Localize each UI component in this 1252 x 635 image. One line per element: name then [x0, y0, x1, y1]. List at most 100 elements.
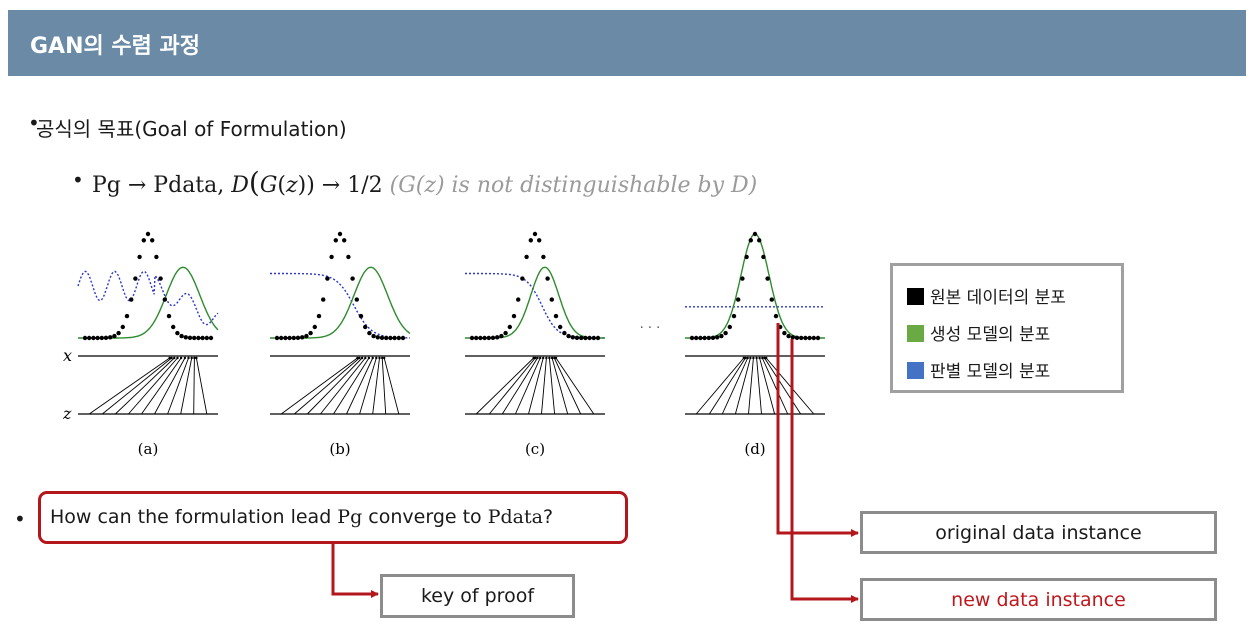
question-text: ? [542, 506, 554, 528]
data-point [524, 254, 529, 260]
data-point [129, 297, 134, 302]
mapping-arrow [475, 357, 534, 415]
arrow-head [763, 356, 766, 360]
data-point [82, 335, 88, 341]
mapping-arrow [548, 357, 556, 415]
legend-box: 원본 데이터의 분포 생성 모델의 분포 판별 모델의 분포 [890, 263, 1124, 393]
arrow-head [534, 356, 537, 360]
data-point [179, 333, 184, 339]
legend-item-generator: 생성 모델의 분포 [907, 320, 1050, 345]
bullet-dot: • [72, 168, 84, 192]
mapping-arrow [555, 357, 595, 415]
mapping-arrow [333, 357, 370, 415]
data-point [283, 335, 288, 341]
mapping-arrow [372, 357, 380, 415]
arrow-head [367, 356, 371, 360]
mapping-arrow [765, 357, 815, 415]
data-point [133, 276, 138, 281]
mapping-arrow [756, 357, 762, 415]
mapping-arrow [721, 357, 749, 415]
data-point [782, 330, 787, 336]
mapping-arrow [320, 357, 366, 415]
data-point [541, 254, 546, 260]
axis-label-z: z [62, 404, 72, 423]
data-point [196, 335, 201, 341]
data-point [528, 238, 533, 243]
data-point [358, 313, 364, 319]
data-point [478, 335, 483, 341]
arrow-head [173, 356, 176, 360]
arrow-head [371, 356, 374, 360]
mapping-arrow [748, 357, 754, 415]
data-point [400, 335, 406, 341]
data-point [337, 231, 343, 237]
data-point [507, 324, 512, 330]
new-instance-box: new data instance [860, 578, 1217, 621]
data-point [274, 335, 280, 341]
arrow-head [553, 356, 556, 360]
data-point [553, 313, 559, 319]
arrow-head [744, 356, 747, 360]
arrow-head [179, 356, 183, 360]
data-point [740, 276, 745, 281]
data-point [350, 276, 355, 281]
data-point [591, 335, 596, 341]
data-point [379, 335, 385, 340]
mapping-arrow [501, 357, 538, 415]
arrow-head [746, 356, 749, 360]
legend-swatch-blue [907, 362, 924, 379]
formula-z: z [286, 173, 298, 198]
arrow-head [176, 356, 179, 360]
mapping-arrow [764, 357, 802, 415]
data-point [537, 238, 542, 243]
data-point [204, 335, 209, 341]
data-point [799, 335, 804, 341]
question-box: How can the formulation lead Pg converge… [38, 491, 628, 544]
question-pg: Pg [337, 506, 363, 528]
data-point [499, 333, 504, 339]
bullet-dot: • [14, 507, 26, 531]
arrow-head [364, 356, 367, 360]
legend-item-original: 원본 데이터의 분포 [907, 283, 1066, 308]
discriminator-curve [465, 272, 605, 339]
mapping-arrow [488, 357, 536, 415]
arrow-head [755, 356, 758, 360]
data-point [595, 335, 601, 341]
data-point [166, 313, 172, 319]
data-point [300, 335, 305, 340]
page-title: GAN의 수렴 과정 [30, 34, 201, 59]
data-point [562, 330, 567, 336]
data-point [570, 335, 575, 340]
mapping-arrow [141, 357, 182, 415]
data-point [549, 297, 554, 302]
data-point [516, 297, 521, 302]
data-point [120, 324, 125, 330]
data-point [706, 335, 711, 341]
arrow-head [550, 356, 554, 360]
data-point [532, 231, 538, 237]
data-point [811, 335, 816, 341]
data-point [490, 335, 496, 340]
data-point [321, 297, 326, 302]
data-point [388, 335, 393, 341]
mapping-arrow [346, 357, 374, 415]
data-point [192, 335, 197, 341]
mapping-arrow [708, 357, 746, 415]
data-point [137, 254, 142, 260]
mapping-arrow [193, 357, 195, 415]
data-point [200, 335, 205, 341]
arrow-to-new [790, 339, 859, 603]
legend-label: 판별 모델의 분포 [930, 362, 1051, 382]
mapping-arrow [88, 357, 170, 415]
data-point [587, 335, 592, 341]
data-point [736, 297, 741, 302]
mapping-arrow [180, 357, 193, 415]
data-point [815, 335, 821, 341]
mapping-arrow [514, 357, 541, 415]
arrow-head [758, 356, 761, 360]
data-point [183, 335, 188, 340]
arrow-head [761, 356, 764, 360]
data-point [689, 335, 695, 341]
data-point [158, 276, 163, 281]
question-text: converge to [362, 506, 488, 528]
